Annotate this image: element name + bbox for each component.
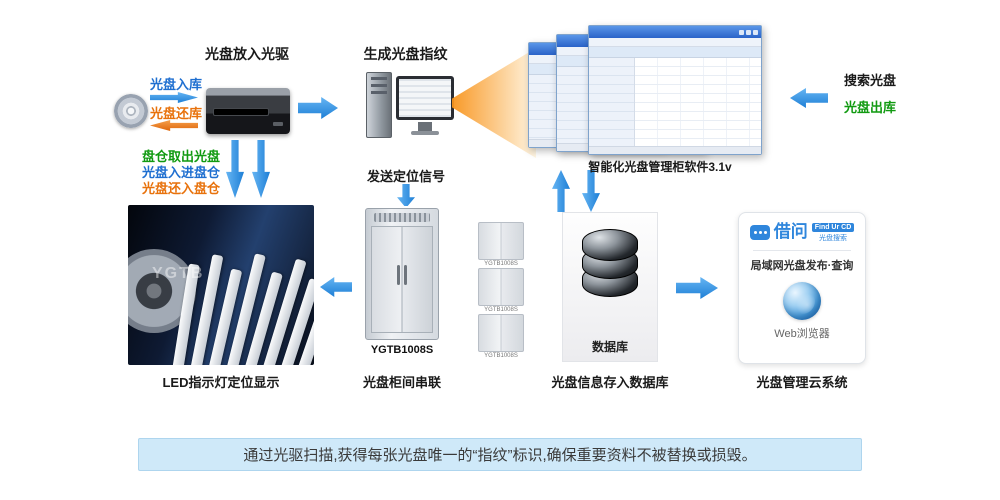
disc-return-label: 光盘还库 bbox=[149, 106, 202, 121]
led-watermark: YGTB bbox=[152, 265, 205, 282]
drive-eject-button-icon bbox=[273, 122, 283, 126]
database-caption: 光盘信息存入数据库 bbox=[551, 375, 669, 390]
cloud-caption: 光盘管理云系统 bbox=[756, 375, 848, 390]
search-disc-label: 搜索光盘 bbox=[843, 73, 896, 88]
database-label: 数据库 bbox=[591, 340, 628, 354]
send-signal-label: 发送定位信号 bbox=[366, 169, 445, 184]
cabinet-image: YGTB1008S bbox=[352, 206, 452, 360]
arrow-bay-right bbox=[252, 140, 270, 198]
database-box: 数据库 bbox=[562, 212, 658, 362]
cabinet-vent bbox=[374, 213, 430, 222]
web-browser-label: Web浏览器 bbox=[774, 328, 830, 340]
arrow-send-signal bbox=[397, 184, 415, 208]
small-cabinet: YGTB1008S bbox=[478, 314, 524, 359]
cd-icon bbox=[114, 94, 148, 128]
bay-put-in-label: 光盘入进盘仓 bbox=[142, 165, 221, 180]
cabinet-model-label: YGTB1008S bbox=[370, 344, 434, 356]
small-cabinet: YGTB1008S bbox=[478, 268, 524, 313]
bay-return-label: 光盘还入盘仓 bbox=[142, 181, 221, 196]
cabinet-handle bbox=[404, 265, 408, 285]
computer-image bbox=[366, 70, 458, 146]
findurcd-badge: Find Ur CD bbox=[811, 223, 855, 232]
cloud-badge-sub: 光盘搜索 bbox=[819, 235, 847, 242]
projection-beam bbox=[452, 48, 536, 158]
cloud-service-line: 局域网光盘发布·查询 bbox=[750, 260, 854, 272]
computer-monitor-icon bbox=[396, 76, 454, 120]
cabinet-handle bbox=[396, 265, 400, 285]
fingerprint-step-title: 生成光盘指纹 bbox=[363, 46, 448, 62]
arrow-db-to-software bbox=[552, 170, 570, 212]
small-cabinet-label: YGTB1008S bbox=[484, 261, 518, 267]
arrow-software-to-db bbox=[582, 170, 600, 212]
globe-icon bbox=[783, 282, 821, 320]
divider bbox=[752, 250, 852, 251]
window-sidebar bbox=[589, 58, 635, 146]
drive-step-title: 光盘放入光驱 bbox=[205, 46, 289, 62]
computer-tower-icon bbox=[366, 72, 392, 138]
cabinet-caption: 光盘柜间串联 bbox=[362, 375, 441, 390]
arrow-db-to-cloud bbox=[676, 277, 718, 299]
window-titlebar bbox=[589, 26, 761, 38]
arrow-disc-in bbox=[150, 92, 198, 103]
arrow-cabinet-to-led bbox=[320, 277, 354, 297]
arrow-bay-left bbox=[226, 140, 244, 198]
arrow-disc-return bbox=[150, 120, 198, 131]
cloud-brand-row: 借问 Find Ur CD 光盘搜索 bbox=[749, 222, 855, 243]
cloud-brand: 借问 bbox=[773, 222, 808, 241]
chat-bubble-icon bbox=[749, 225, 770, 240]
monitor-stand bbox=[418, 122, 432, 131]
disc-in-label: 光盘入库 bbox=[149, 77, 202, 92]
disc-out-label: 光盘出库 bbox=[843, 100, 896, 115]
cloud-card: 借问 Find Ur CD 光盘搜索 局域网光盘发布·查询 Web浏览器 bbox=[738, 212, 866, 364]
footer-banner: 通过光驱扫描,获得每张光盘唯一的“指纹”标识,确保重要资料不被替换或损毁。 bbox=[138, 438, 862, 471]
small-cabinet-icon bbox=[478, 222, 524, 260]
cabinet-doors bbox=[371, 226, 433, 333]
monitor-base bbox=[411, 131, 439, 135]
bay-take-out-label: 盘仓取出光盘 bbox=[142, 149, 221, 164]
software-window-front bbox=[588, 25, 762, 155]
small-cabinet-icon bbox=[478, 268, 524, 306]
cabinet-icon bbox=[365, 208, 439, 340]
small-cabinet-label: YGTB1008S bbox=[484, 307, 518, 313]
window-table bbox=[634, 58, 761, 146]
led-photo: YGTB bbox=[128, 205, 314, 365]
small-cabinet: YGTB1008S bbox=[478, 222, 524, 267]
led-caption: LED指示灯定位显示 bbox=[162, 375, 280, 390]
arrow-disc-out bbox=[790, 88, 828, 108]
database-icon bbox=[582, 229, 638, 297]
drive-tray-slot bbox=[214, 109, 268, 115]
small-cabinet-label: YGTB1008S bbox=[484, 353, 518, 359]
arrow-drive-to-pc bbox=[298, 97, 338, 119]
footer-banner-text: 通过光驱扫描,获得每张光盘唯一的“指纹”标识,确保重要资料不被替换或损毁。 bbox=[243, 447, 757, 464]
software-caption: 智能化光盘管理柜软件3.1v bbox=[588, 160, 732, 174]
optical-drive-image bbox=[206, 88, 290, 134]
small-cabinet-icon bbox=[478, 314, 524, 352]
monitor-screen bbox=[399, 79, 451, 117]
